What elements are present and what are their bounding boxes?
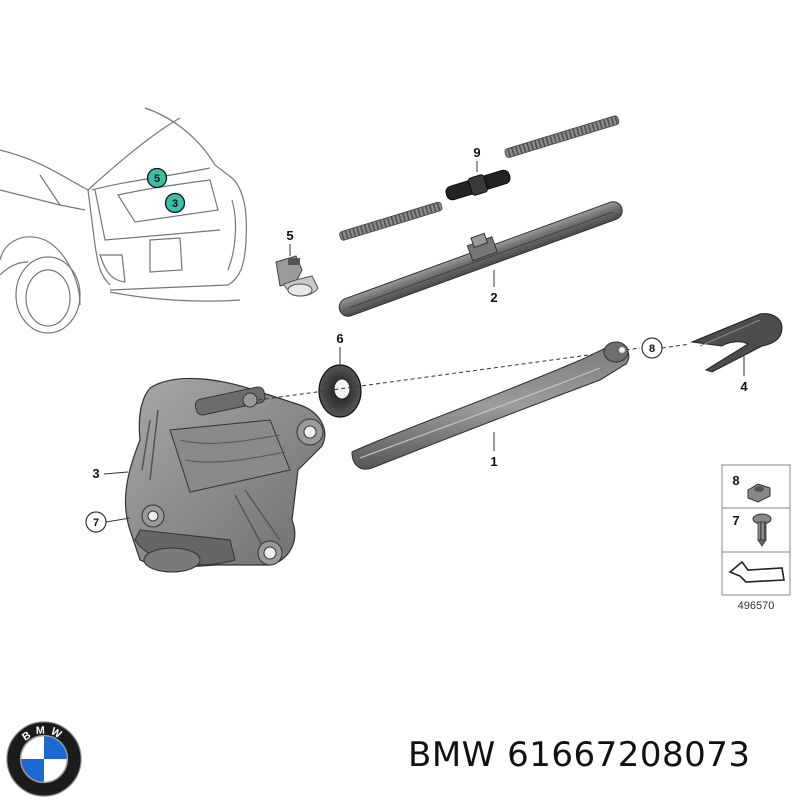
svg-text:6: 6 [336,331,343,346]
callout-5: 5 [286,228,294,256]
flange-nut-icon [747,483,771,503]
callout-3: 3 [92,466,129,481]
diagram-reference-number: 496570 [738,600,775,612]
legend-item-7: 7 [732,513,772,547]
grommet-part-6 [318,364,362,418]
bmw-logo: BMW [6,721,82,797]
car-marker-5: 5 [146,167,168,189]
alignment-dashed-line [257,347,641,401]
callout-9: 9 [473,145,481,172]
legend-item-8: 8 [732,473,771,503]
callout-8-circled: 8 [641,337,663,359]
svg-text:8: 8 [649,343,655,355]
arm-cover-part-4 [690,313,783,373]
callout-6: 6 [336,331,344,364]
svg-text:9: 9 [473,145,480,160]
wiper-blade-part-2 [338,201,623,317]
wiper-arm-part-1 [351,341,630,470]
svg-text:4: 4 [740,379,748,394]
tool-icon [728,560,785,583]
wiper-refill-part-9 [339,115,620,241]
car-rear-outline [0,107,248,334]
hardware-legend: 8 7 496570 [721,464,791,612]
svg-text:7: 7 [732,513,739,528]
svg-text:7: 7 [93,517,99,529]
washer-nozzle-part-5 [275,255,319,297]
svg-text:8: 8 [732,473,739,488]
part-number-label: BMW 61667208073 [408,735,751,775]
svg-text:1: 1 [490,454,497,469]
svg-text:3: 3 [92,466,99,481]
callout-4: 4 [740,356,748,394]
callout-1: 1 [490,432,498,469]
svg-text:5: 5 [154,173,160,185]
screw-icon [752,513,772,547]
callout-7-circled: 7 [85,511,131,533]
svg-text:3: 3 [172,198,178,210]
wiper-motor-part-3 [124,377,326,573]
svg-text:2: 2 [490,290,497,305]
car-marker-3: 3 [164,192,186,214]
svg-text:5: 5 [286,228,293,243]
callout-2: 2 [490,270,498,305]
